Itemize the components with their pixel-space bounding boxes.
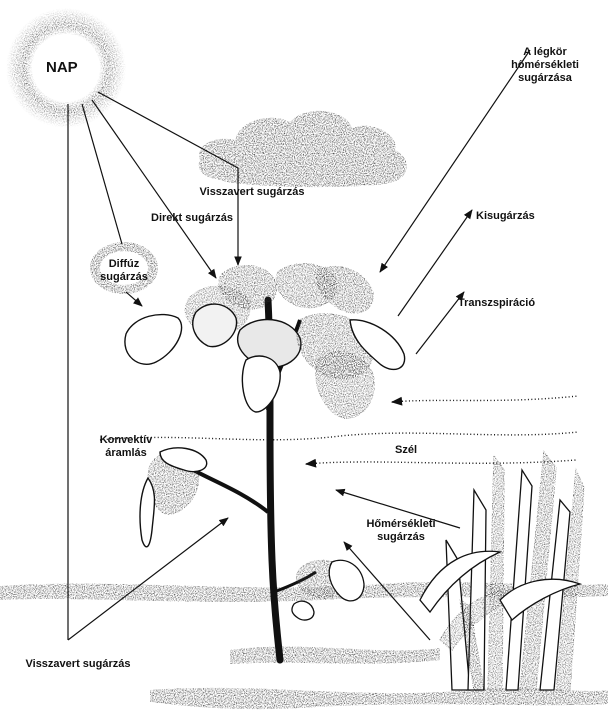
wind-label: Szél <box>394 444 417 456</box>
plant <box>124 263 406 664</box>
leaf-10 <box>241 355 281 413</box>
small-leaf-3 <box>291 600 315 621</box>
leaf-6 <box>237 318 302 368</box>
diffuse-label: Diffúz sugárzás <box>96 258 152 284</box>
plant-lower-leaves <box>139 447 208 548</box>
lower-leaf-2 <box>139 476 156 548</box>
grass-blade-5 <box>519 450 557 691</box>
leaf-4 <box>315 266 374 314</box>
arrow-thermal-1 <box>335 488 461 529</box>
emission-label: Kisugárzás <box>476 210 535 222</box>
grass-blade-11 <box>459 598 485 691</box>
wind-line-right <box>390 395 579 406</box>
leaf-9 <box>349 319 406 371</box>
reflected-top-label: Visszavert sugárzás <box>199 186 305 198</box>
atmosphere-label-line2: hőmérsékleti <box>511 59 579 71</box>
small-leaf-2 <box>328 559 365 602</box>
diffuse-cloud <box>90 242 158 294</box>
grass-blade-7 <box>555 467 585 691</box>
grass-blade-4 <box>505 467 533 691</box>
arrow-reflected-ground <box>67 517 229 641</box>
wind-line-top <box>99 431 579 441</box>
grass-blade-10 <box>499 578 583 622</box>
arrow-atmosphere <box>379 49 531 273</box>
diffuse-label-line2: sugárzás <box>100 271 148 283</box>
wind-lines <box>99 395 579 468</box>
transpiration-label: Transzspiráció <box>458 297 536 309</box>
plant-canopy <box>124 263 406 419</box>
ray-to-cloud <box>97 91 239 169</box>
atmosphere-label: A légkör hőmérsékleti sugárzása <box>500 46 590 85</box>
grass-blade-3 <box>487 454 505 691</box>
direct-label: Direkt sugárzás <box>151 212 233 224</box>
diffuse-cloud-inner <box>100 251 148 285</box>
ray-diffuse-out <box>125 291 143 307</box>
wind-line-middle <box>304 458 577 468</box>
thermal-label: Hőmérsékleti sugárzás <box>356 518 446 544</box>
ground-band-3 <box>150 687 608 710</box>
sun-label: NAP <box>46 59 78 76</box>
grass-blade-6 <box>539 498 571 691</box>
convective-label-line1: Konvektív <box>99 434 153 446</box>
ray-to-diffuse <box>81 103 123 245</box>
leaf-11 <box>192 303 238 348</box>
sun-disc <box>32 34 100 102</box>
grass-blade-8 <box>419 550 503 614</box>
leaf-2 <box>218 265 278 310</box>
grass <box>419 450 585 691</box>
reflected-bottom-label: Visszavert sugárzás <box>25 658 131 670</box>
diffuse-label-line1: Diffúz <box>108 258 140 270</box>
leaf-5 <box>124 313 183 365</box>
arrow-transpiration <box>415 291 465 355</box>
ground-band-2 <box>230 646 440 664</box>
atmosphere-label-line3: sugárzása <box>518 72 572 84</box>
leaf-8 <box>315 351 375 419</box>
sun <box>6 8 126 128</box>
arrow-emission <box>397 209 473 317</box>
convective-label-line2: áramlás <box>105 447 147 459</box>
lower-leaf-3 <box>159 447 208 473</box>
cloud-shape <box>198 110 407 188</box>
cloud <box>198 110 407 188</box>
convective-label: Konvektív áramlás <box>96 434 156 460</box>
ray-direct <box>91 99 217 279</box>
thermal-label-line1: Hőmérsékleti <box>366 518 436 530</box>
plant-small-leaves <box>291 559 365 621</box>
thermal-label-line2: sugárzás <box>377 531 425 543</box>
atmosphere-label-line1: A légkör <box>523 46 567 58</box>
sun-rays <box>67 91 242 640</box>
